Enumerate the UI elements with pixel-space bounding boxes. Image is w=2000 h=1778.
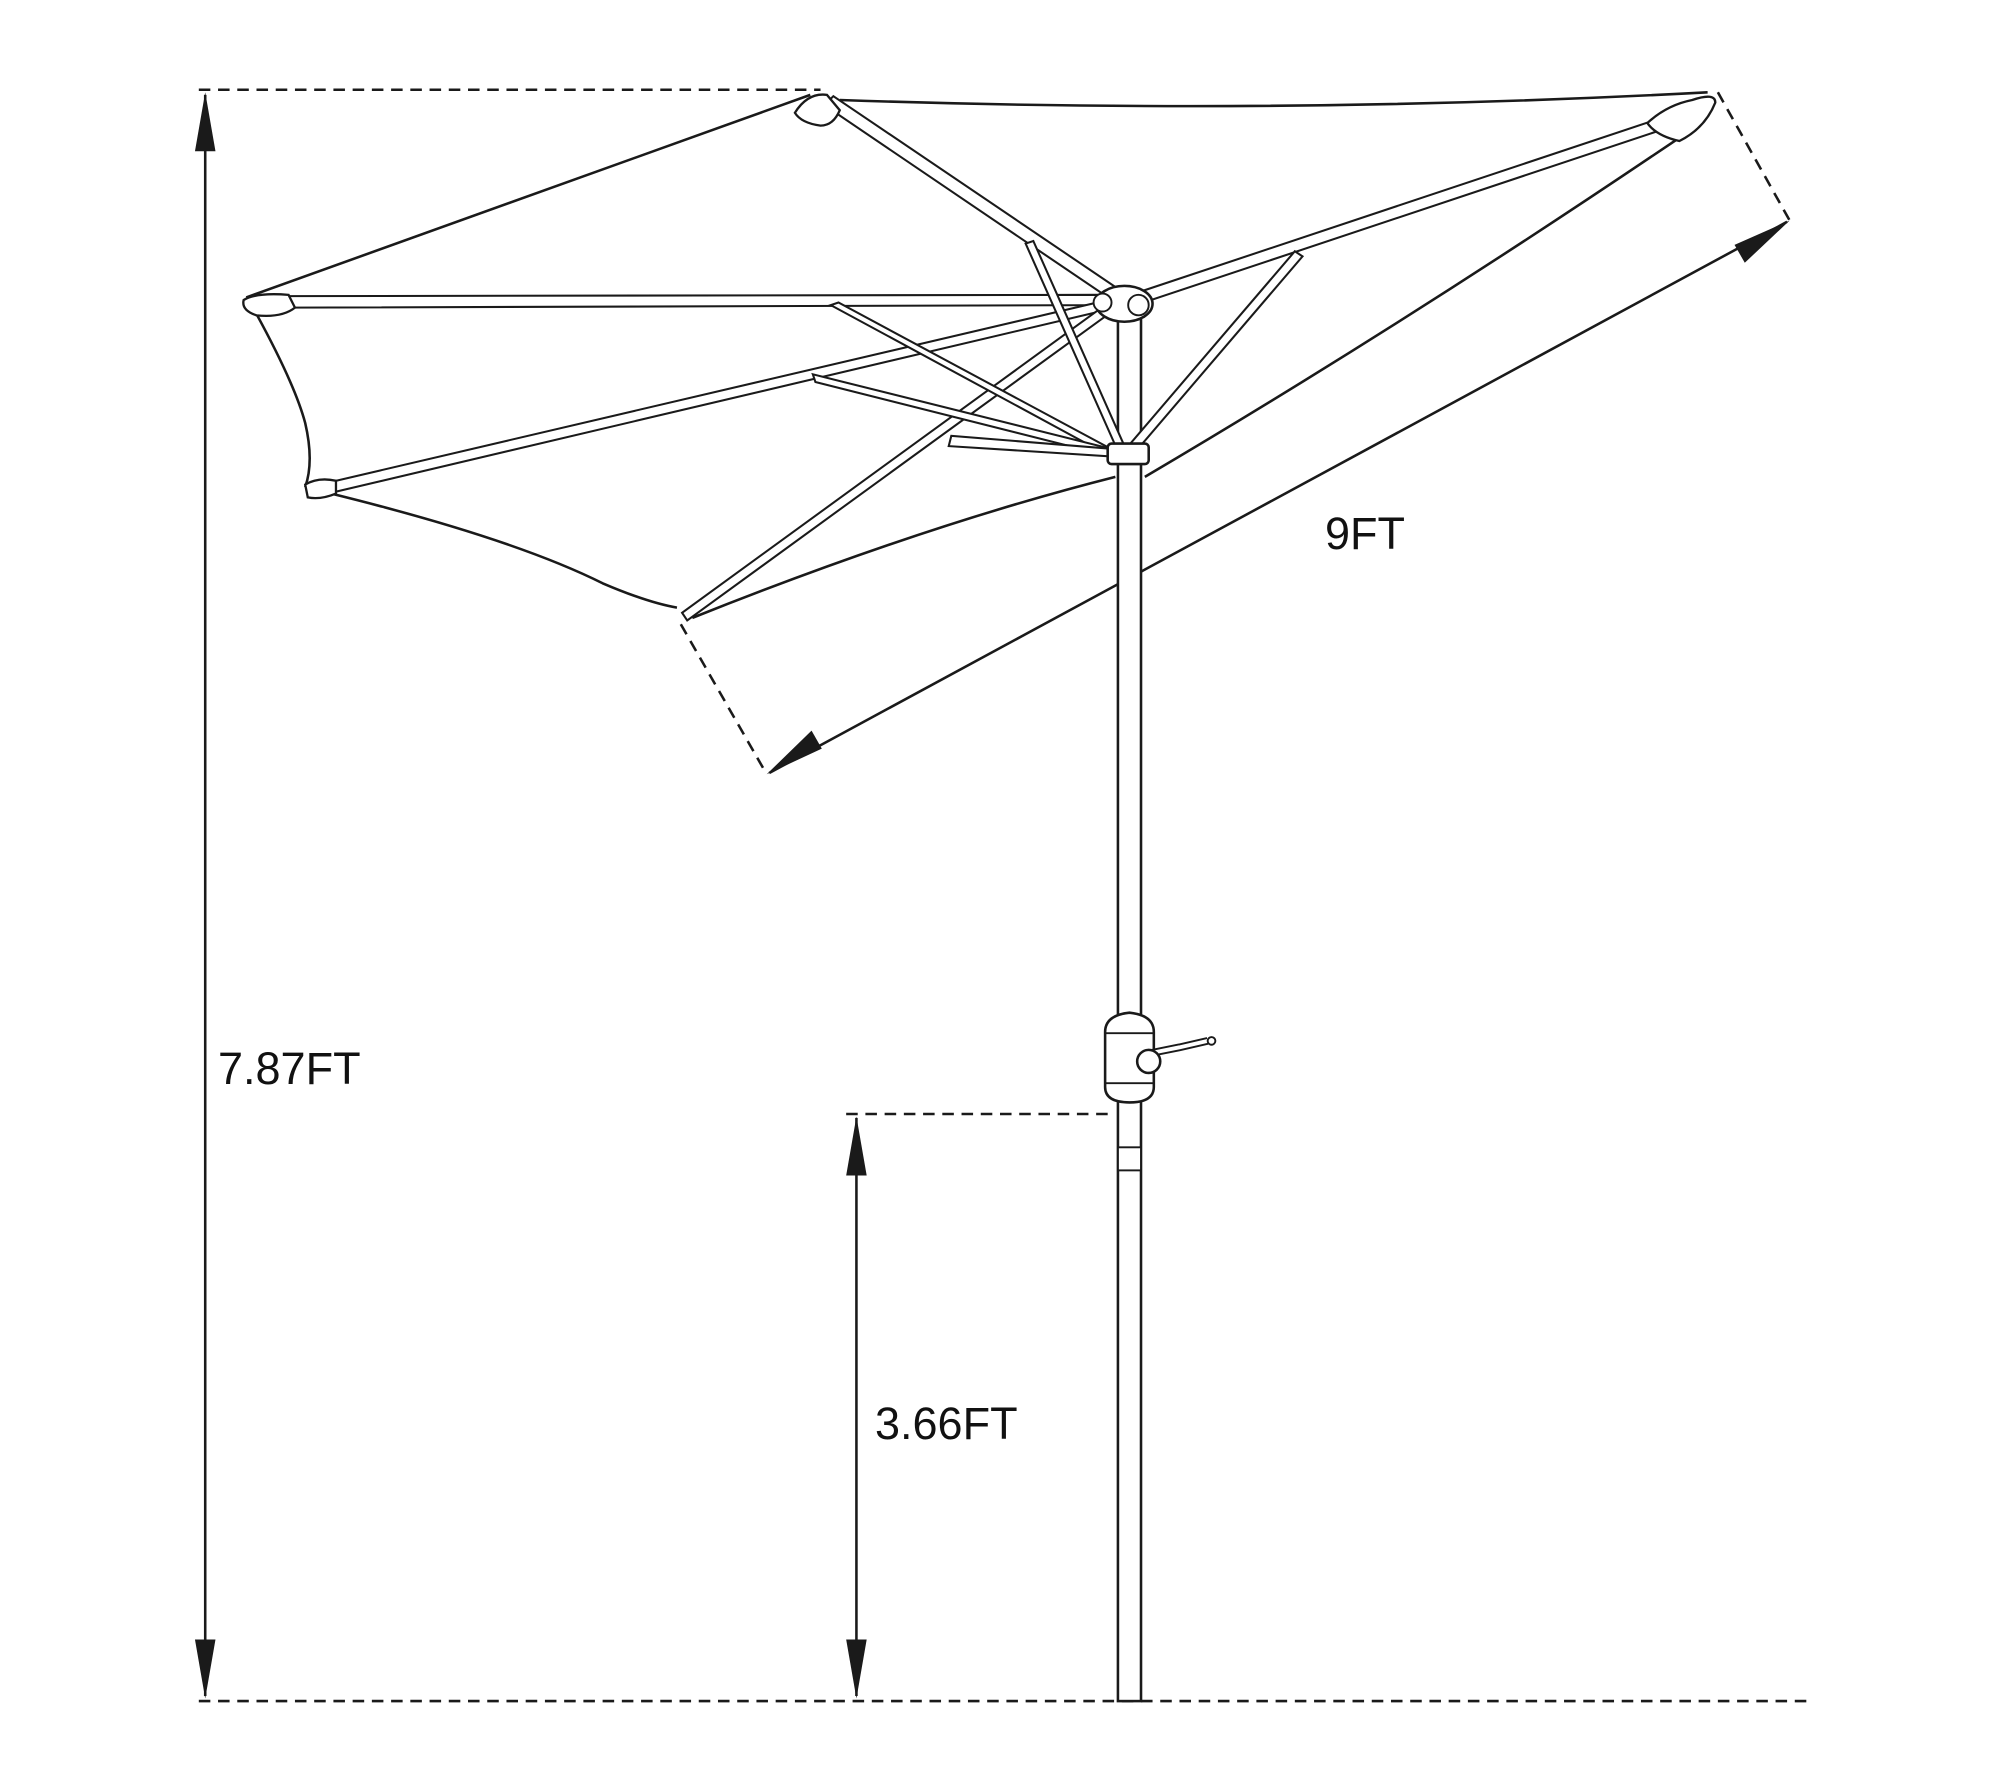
arrowhead-down-icon — [194, 1639, 216, 1699]
overall-height-label: 7.87FT — [218, 1043, 361, 1094]
arrowhead-up-icon — [194, 92, 216, 152]
width-extension-right — [1716, 91, 1791, 222]
pole — [1116, 312, 1143, 1703]
ribs — [283, 94, 1669, 622]
crank-handle — [1103, 1011, 1217, 1104]
runner — [1106, 442, 1150, 466]
arrowhead-right-icon — [1734, 220, 1790, 263]
crank-height-dimension — [846, 1112, 1109, 1699]
height-dimension — [194, 88, 1808, 1703]
top-hub — [1092, 284, 1154, 324]
width-extension-left — [679, 623, 768, 775]
pole-joint — [1116, 1146, 1142, 1172]
canopy-width-label: 9FT — [1325, 508, 1406, 559]
arrowhead-left-icon — [766, 730, 822, 775]
width-arrow — [768, 220, 1788, 775]
arrowhead-down-icon — [846, 1639, 867, 1699]
crank-height-label: 3.66FT — [875, 1398, 1018, 1449]
rib-tips — [242, 93, 1717, 500]
arrowhead-up-icon — [846, 1116, 867, 1176]
canopy — [245, 91, 1708, 620]
width-dimension — [679, 91, 1791, 775]
